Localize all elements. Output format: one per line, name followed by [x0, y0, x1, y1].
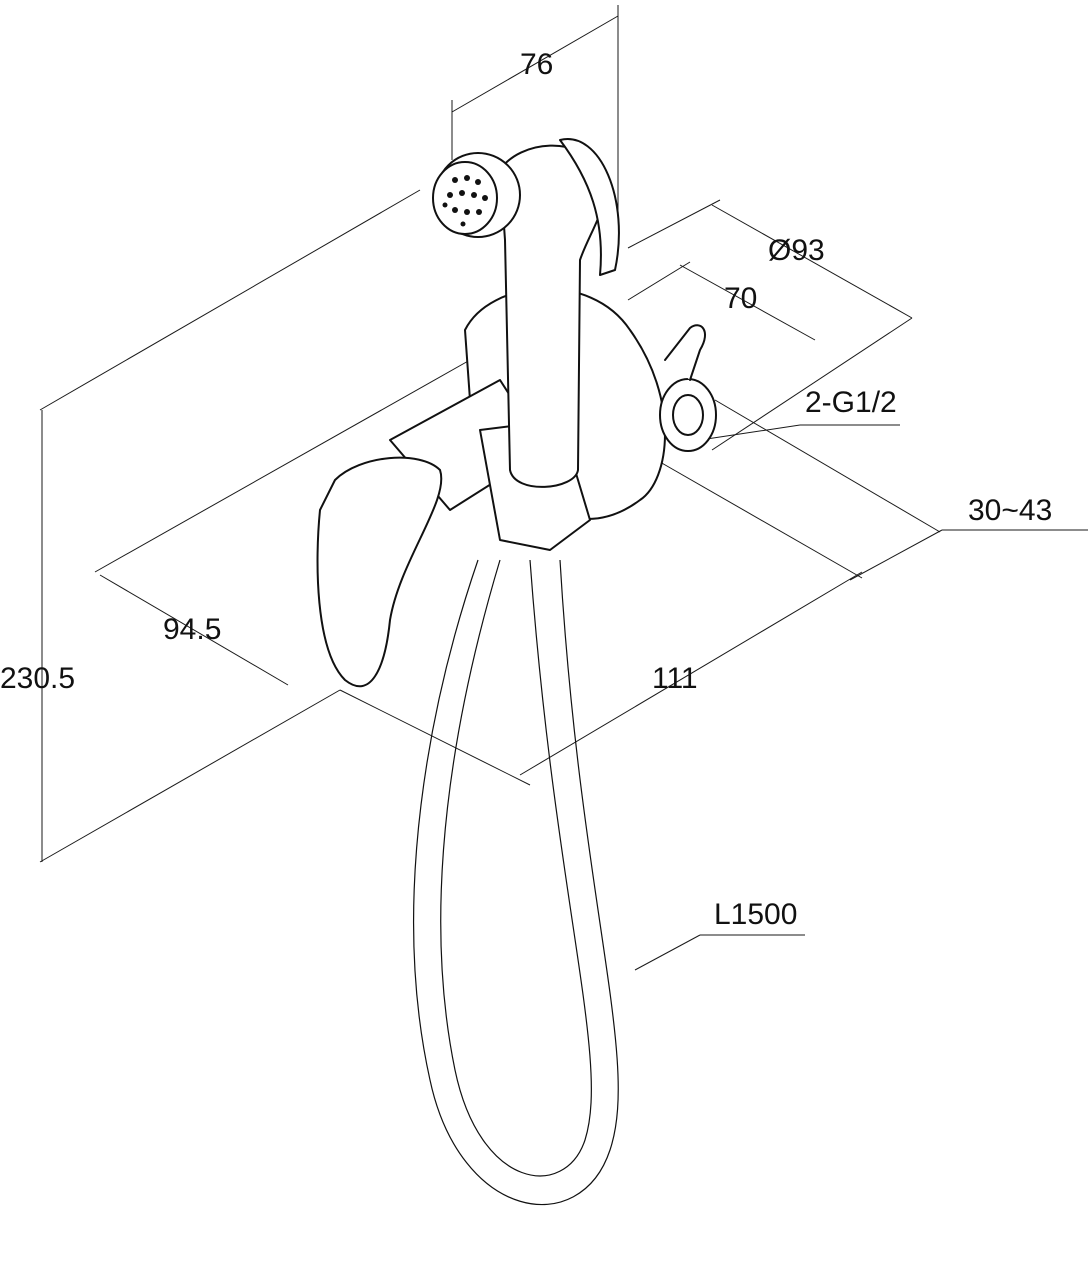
- leader-hose: [634, 934, 701, 971]
- label-230-5: 230.5: [0, 662, 76, 695]
- mount-tab: [664, 324, 706, 381]
- spray-trigger: [559, 138, 620, 276]
- hose: [413, 559, 619, 1206]
- ext-93: [627, 199, 721, 249]
- ext-70: [627, 261, 691, 301]
- dim-111-line: [519, 571, 863, 776]
- label-70: 70: [724, 282, 758, 315]
- ext-230-top: [39, 189, 421, 411]
- leader-g12: [699, 424, 801, 441]
- spray-nozzles: [442, 175, 488, 227]
- label-thread: 2-G1/2: [805, 386, 897, 419]
- ext-111-b: [339, 689, 531, 786]
- ext-230-bottom: [39, 689, 341, 863]
- ext-93-b: [711, 317, 913, 451]
- ext-30: [714, 399, 941, 533]
- spray-handle: [499, 144, 606, 488]
- dim-94-line: [99, 574, 289, 686]
- label-hose-length: L1500: [714, 898, 798, 931]
- label-30-43: 30~43: [968, 494, 1053, 527]
- dim-93-line: [711, 204, 913, 319]
- dimension-lines: [39, 5, 1088, 971]
- dim-30-line: [849, 529, 943, 581]
- ext-94-top: [94, 359, 471, 573]
- label-76: 76: [520, 48, 554, 81]
- label-111: 111: [652, 662, 698, 695]
- dim-76-line: [451, 15, 619, 113]
- ext-111: [659, 461, 863, 579]
- label-diameter-93: Ø93: [768, 234, 825, 267]
- lever-handle: [316, 456, 443, 688]
- dim-70-line: [679, 264, 816, 341]
- label-94-5: 94.5: [163, 613, 222, 646]
